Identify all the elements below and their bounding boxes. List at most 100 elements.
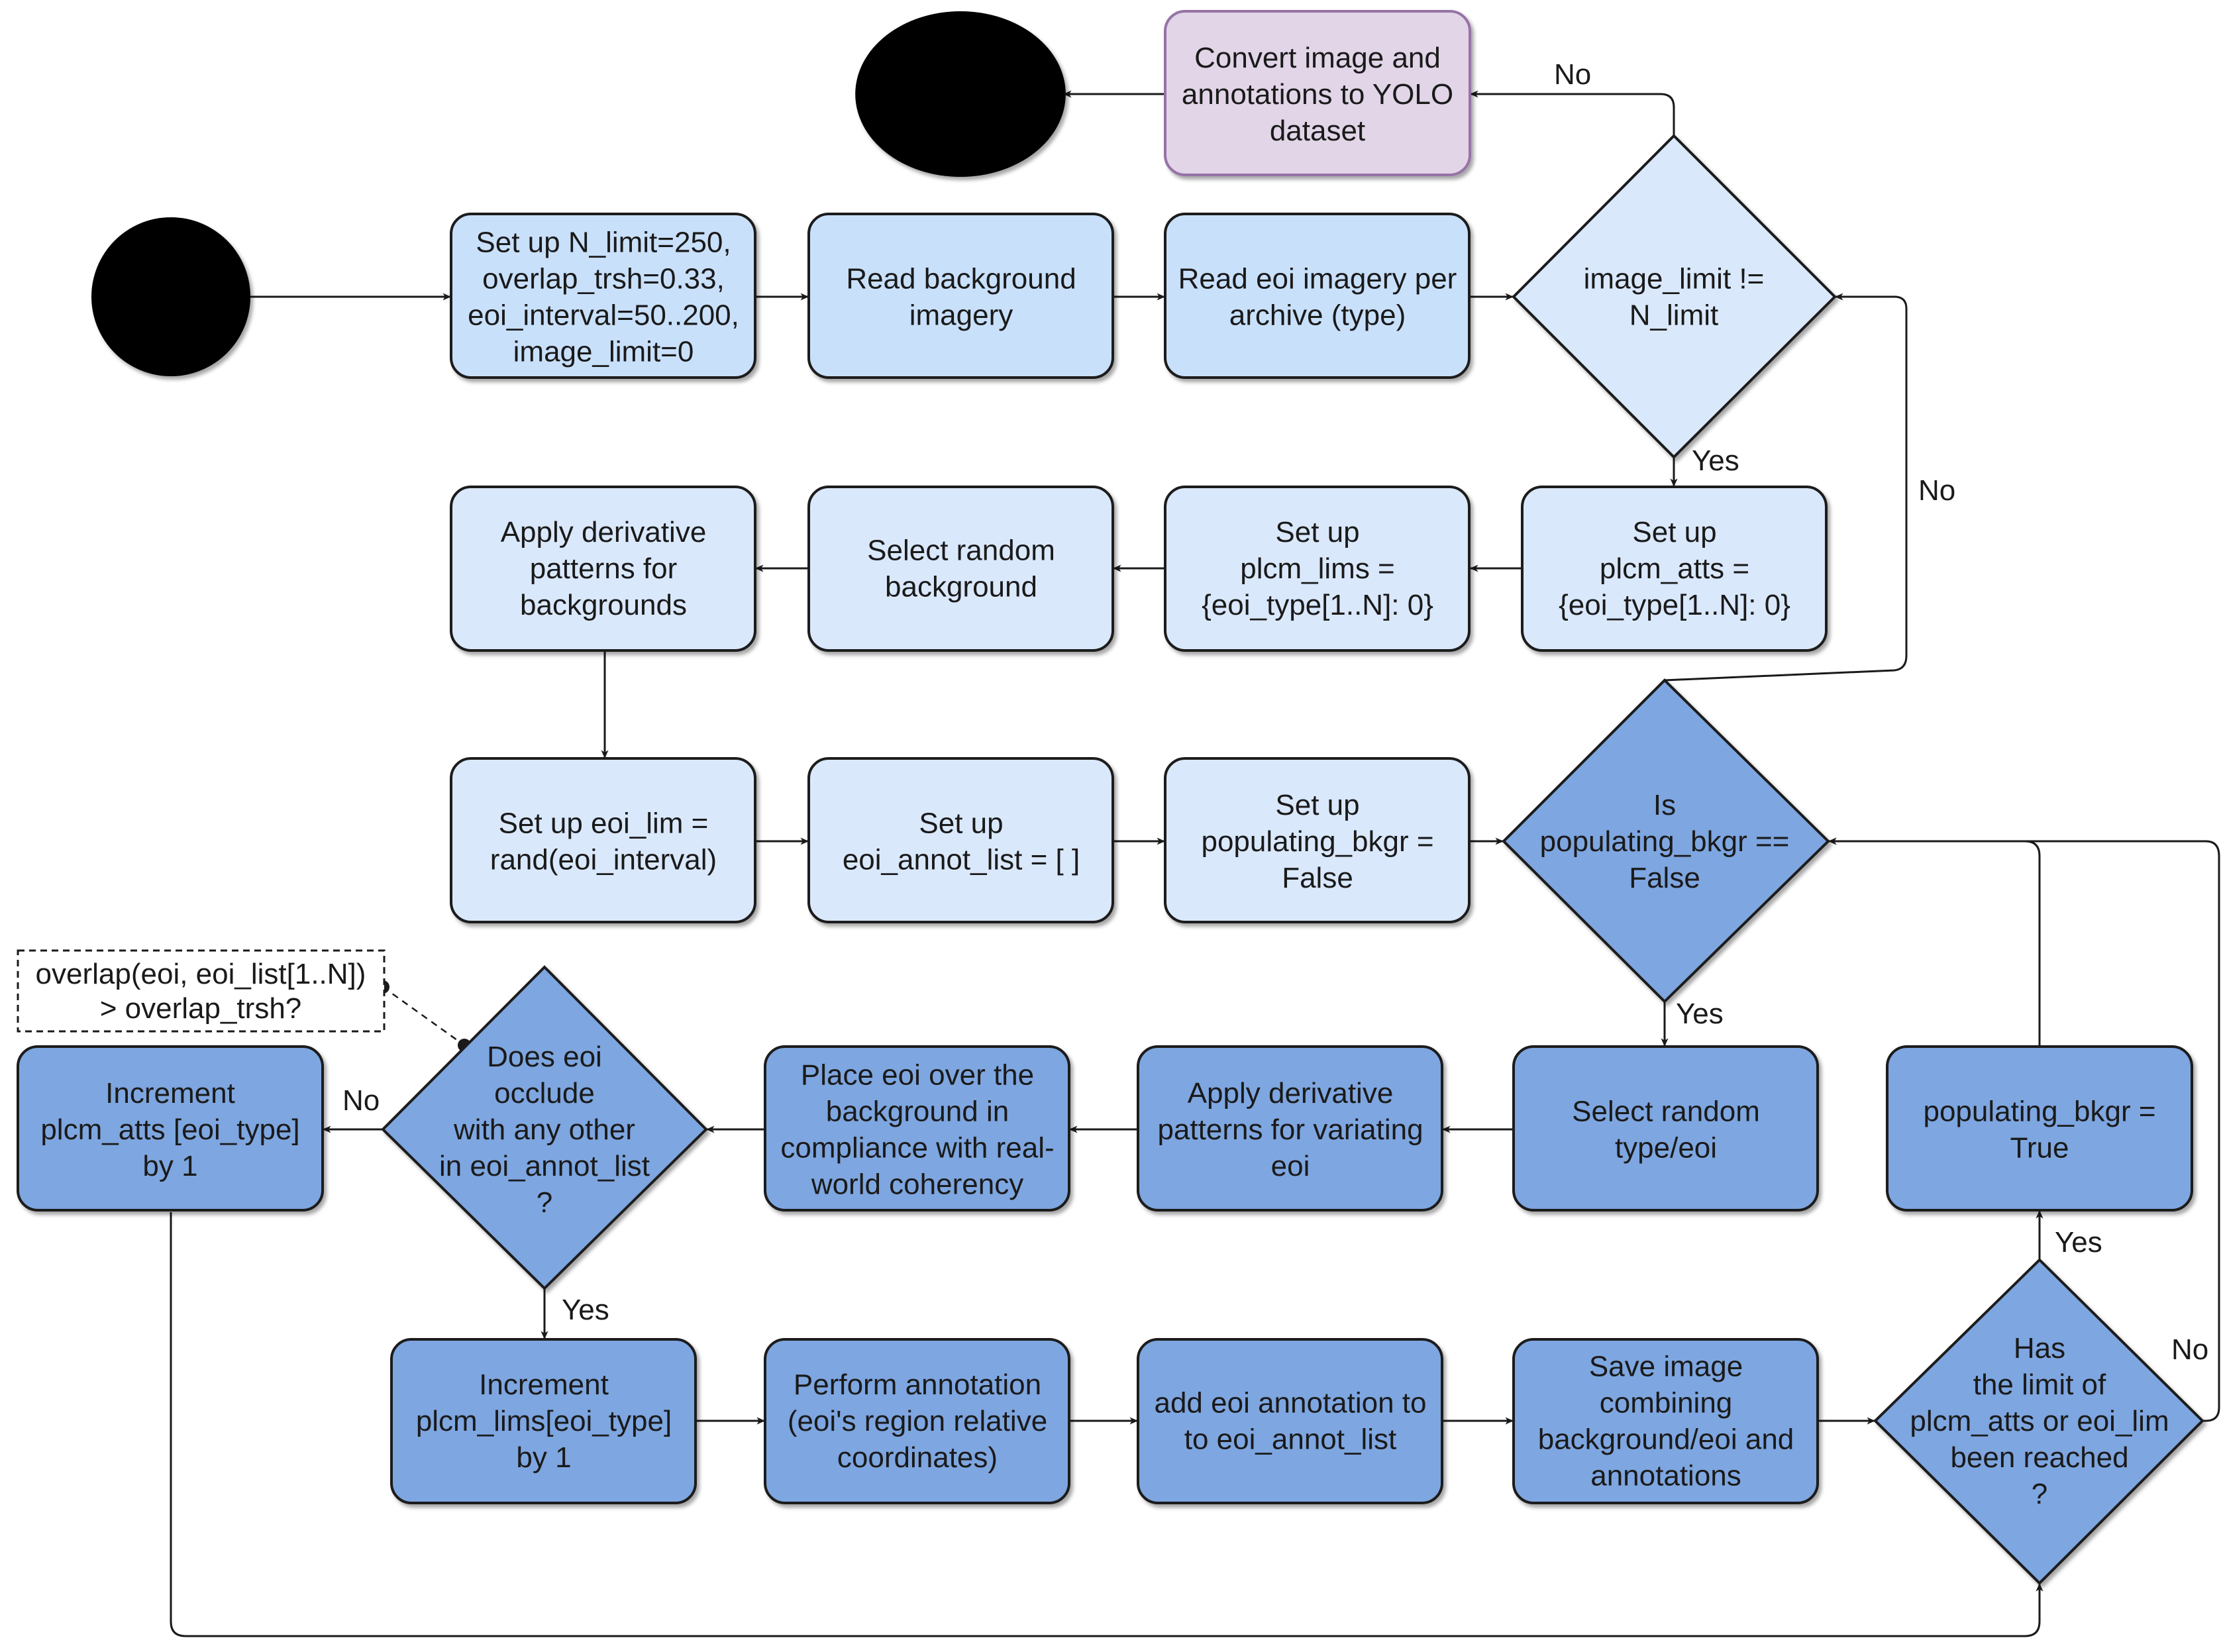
does-occlude-diamond [381, 965, 708, 1290]
edge-populating-true-to-is-populating [1828, 837, 2041, 1047]
read-background-box [807, 213, 1114, 379]
increment-lims-box [390, 1338, 697, 1504]
increment-atts-text-line: by 1 [142, 1150, 197, 1182]
setup-annot-list-text-line: Set up [919, 807, 1003, 840]
limit-reached-text-line: been reached [1950, 1441, 2128, 1474]
overlap-note-box [17, 949, 386, 1033]
setup-populating-text-line: False [1282, 862, 1353, 894]
read-eoi-text-line: Read eoi imagery per [1178, 263, 1457, 295]
image-limit-text: image_limit !=N_limit [1584, 263, 1765, 332]
place-eoi-text-line: compliance with real- [780, 1132, 1054, 1164]
setup-plcm-lims-box [1164, 486, 1471, 652]
does-occlude-text-line: Does eoi [487, 1041, 602, 1073]
save-image-box [1512, 1338, 1819, 1504]
apply-bg-patterns-text-line: Apply derivative [501, 516, 707, 548]
setup-eoi-lim-text: Set up eoi_lim =rand(eoi_interval) [490, 807, 717, 876]
limit-no-label: No [2171, 1333, 2208, 1366]
occlude-yes-label: Yes [562, 1294, 609, 1326]
apply-bg-patterns-box [450, 486, 756, 652]
perform-annotation-box [764, 1338, 1070, 1504]
setup-eoi-lim-text-line: Set up eoi_lim = [499, 807, 709, 840]
increment-atts-box [17, 1045, 324, 1212]
does-occlude-text-line: in eoi_annot_list [439, 1150, 650, 1182]
read-eoi-box [1164, 213, 1471, 379]
select-type-text-line: type/eoi [1615, 1132, 1717, 1164]
perform-annotation-text-line: (eoi's region relative [788, 1405, 1047, 1437]
setup-plcm-atts-text-line: {eoi_type[1..N]: 0} [1559, 589, 1790, 621]
read-background-text-line: Read background [846, 263, 1076, 295]
populating-true-text: populating_bkgr = True [1923, 1096, 2155, 1164]
populating-true-text-line: populating_bkgr = [1923, 1096, 2155, 1128]
limit-reached-text-line: plcm_atts or eoi_lim [1910, 1405, 2169, 1437]
perform-annotation-text-line: coordinates) [837, 1441, 998, 1474]
limit-reached-diamond [1873, 1258, 2204, 1585]
setup-annot-list-text-line: eoi_annot_list = [ ] [843, 844, 1080, 876]
setup-plcm-atts-box [1521, 486, 1828, 652]
edge-note-connector [382, 986, 465, 1047]
does-occlude-text-line: ? [537, 1186, 552, 1219]
convert-yolo-box [1164, 10, 1471, 176]
setup-plcm-lims-text-line: plcm_lims = [1240, 552, 1395, 585]
edge-is-populating-no-loop [1664, 293, 1908, 682]
setup-params-text-line: image_limit=0 [513, 336, 694, 368]
image-limit-no-label: No [1554, 58, 1591, 91]
populating-true-text-line: True [2010, 1132, 2069, 1164]
overlap-note-text-line: > overlap_trsh? [100, 992, 302, 1025]
place-eoi-text-line: background in [826, 1096, 1009, 1128]
setup-plcm-atts-text-line: Set up [1632, 516, 1716, 548]
increment-lims-text-line: by 1 [516, 1441, 571, 1474]
read-eoi-text-line: archive (type) [1229, 299, 1406, 332]
place-eoi-text-line: world coherency [811, 1168, 1023, 1201]
place-eoi-text-line: Place eoi over the [801, 1059, 1034, 1092]
convert-yolo-text-line: dataset [1270, 115, 1365, 147]
select-type-box [1512, 1045, 1819, 1212]
setup-annot-list-text: Set up eoi_annot_list = [ ] [843, 807, 1080, 876]
increment-lims-text-line: plcm_lims[eoi_type] [416, 1405, 672, 1437]
setup-params-text-line: Set up N_limit=250, [476, 227, 731, 259]
increment-atts-text-line: plcm_atts [eoi_type] [40, 1113, 299, 1146]
populating-yes-label: Yes [1676, 998, 1724, 1030]
limit-yes-label: Yes [2055, 1226, 2102, 1259]
add-annotation-box [1137, 1338, 1443, 1504]
image-limit-text-line: image_limit != [1584, 263, 1765, 295]
is-populating-text-line: False [1629, 862, 1700, 894]
setup-plcm-lims-text-line: {eoi_type[1..N]: 0} [1202, 589, 1433, 621]
setup-params-text-line: overlap_trsh=0.33, [482, 263, 725, 295]
setup-annot-list-box [807, 757, 1114, 923]
place-eoi-box [764, 1045, 1070, 1212]
edge-image-limit-no-to-convert [1470, 90, 1675, 136]
end-node [855, 11, 1066, 177]
save-image-text-line: Save image [1589, 1351, 1743, 1383]
convert-yolo-text-line: Convert image and [1194, 42, 1441, 74]
select-background-text-line: background [885, 571, 1037, 603]
setup-plcm-atts-text-line: plcm_atts = [1600, 552, 1749, 585]
image-limit-yes-label: Yes [1692, 444, 1739, 477]
edge-limit-reached-no-to-is-populating [1828, 837, 2220, 1422]
increment-atts-text-line: Increment [105, 1077, 235, 1110]
is-populating-diamond [1502, 678, 1830, 1004]
setup-eoi-lim-box [450, 757, 756, 923]
apply-bg-patterns-text-line: backgrounds [520, 589, 687, 621]
setup-populating-text-line: populating_bkgr = [1201, 825, 1433, 858]
setup-plcm-atts-text: Set up plcm_atts = {eoi_type[1..N]: 0} [1559, 516, 1790, 621]
apply-var-patterns-text-line: patterns for variating [1157, 1113, 1423, 1146]
setup-params-text: Set up N_limit=250,overlap_trsh=0.33,eoi… [468, 227, 739, 368]
perform-annotation-text: Perform annotation(eoi's region relative… [788, 1368, 1047, 1474]
populating-true-box [1886, 1045, 2193, 1212]
setup-params-box [450, 213, 756, 379]
read-eoi-text: Read eoi imagery per archive (type) [1178, 263, 1457, 332]
